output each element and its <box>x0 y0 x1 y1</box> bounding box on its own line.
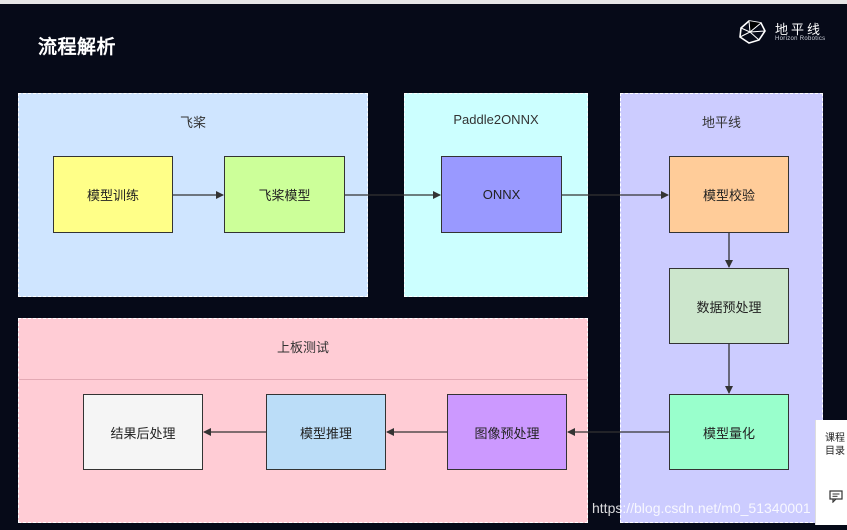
horizon-logo: 地平线 Horizon Robotics <box>735 18 835 48</box>
node-model-inference: 模型推理 <box>266 394 386 470</box>
group-divider <box>19 379 587 380</box>
node-image-preprocess: 图像预处理 <box>447 394 567 470</box>
brain-logo-icon <box>739 20 766 44</box>
logo-text-cn: 地平线 <box>775 22 824 37</box>
node-data-preprocess: 数据预处理 <box>669 268 789 344</box>
course-catalog-label[interactable]: 课程目录 <box>825 433 845 457</box>
group-label-paddle: 飞桨 <box>179 115 206 130</box>
course-catalog-panel[interactable]: 课程目录 <box>815 420 847 525</box>
comment-icon[interactable] <box>829 490 843 506</box>
node-model-check: 模型校验 <box>669 156 789 233</box>
node-model-training: 模型训练 <box>53 156 173 233</box>
top-border <box>0 0 847 4</box>
group-label-horizon: 地平线 <box>701 115 741 130</box>
group-label-paddle2onnx: Paddle2ONNX <box>453 112 539 127</box>
group-label-board-test: 上板测试 <box>276 340 329 355</box>
logo-text-en: Horizon Robotics <box>775 36 826 42</box>
node-paddle-model: 飞桨模型 <box>224 156 345 233</box>
page-title: 流程解析 <box>38 37 117 58</box>
watermark-url: https://blog.csdn.net/m0_51340001 <box>592 500 811 516</box>
node-postprocess: 结果后处理 <box>83 394 203 470</box>
node-model-quantize: 模型量化 <box>669 394 789 470</box>
node-onnx: ONNX <box>441 156 562 233</box>
